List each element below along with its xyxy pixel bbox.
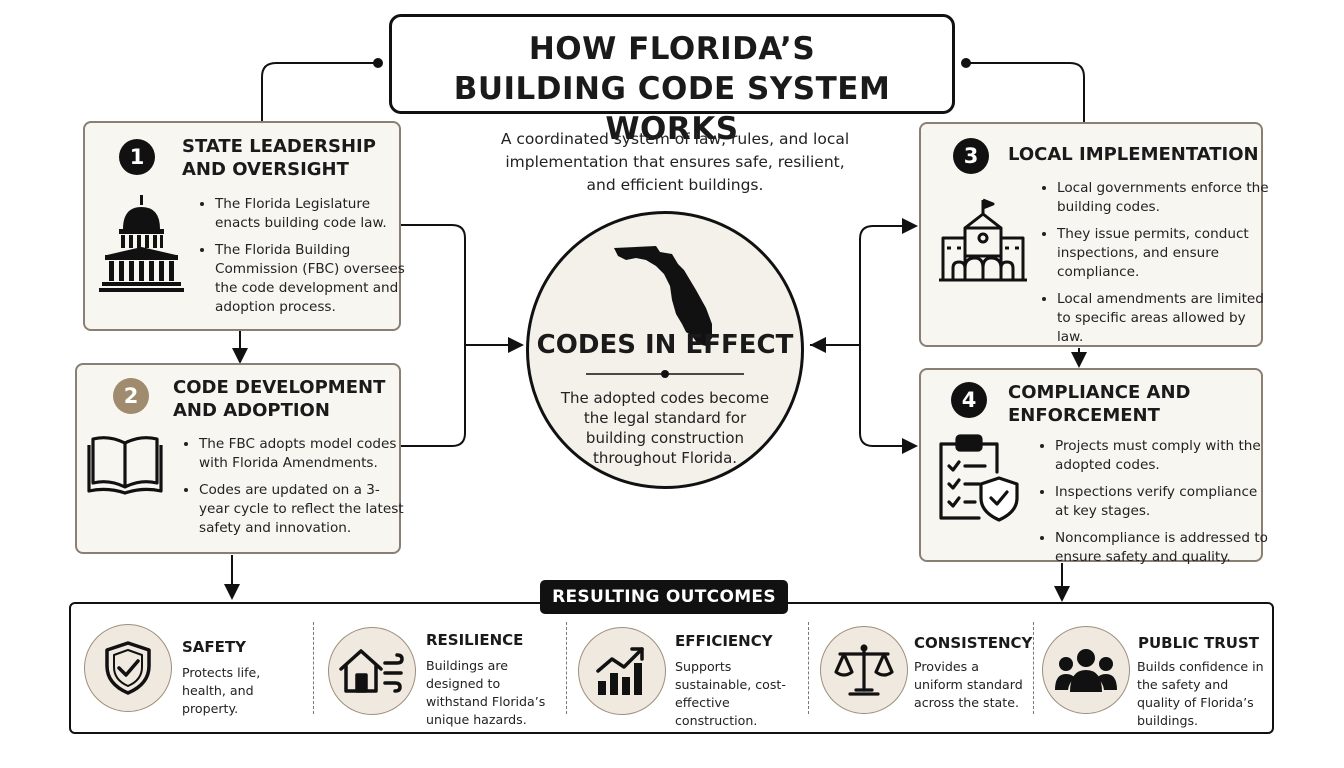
outcome-efficiency-title: EFFICIENCY <box>675 632 773 650</box>
panel-2-title: CODE DEVELOPMENT AND ADOPTION <box>173 376 385 422</box>
title-line-1: HOW FLORIDA’S <box>528 31 816 67</box>
panel-3-bullets: Local governments enforce the building c… <box>1041 179 1271 355</box>
outcome-divider <box>808 622 809 714</box>
title-box: HOW FLORIDA’S BUILDING CODE SYSTEM WORKS <box>389 14 955 147</box>
scales-icon <box>834 644 894 696</box>
list-item: Noncompliance is addressed to ensure saf… <box>1055 529 1271 567</box>
outcome-resilience-desc: Buildings are designed to withstand Flor… <box>426 658 546 727</box>
outcome-consistency-title: CONSISTENCY <box>914 634 1033 652</box>
outcome-consistency-desc: Provides a uniform standard across the s… <box>914 659 1023 710</box>
step-number-3: 3 <box>953 138 989 174</box>
list-item: Inspections verify compliance at key sta… <box>1055 483 1271 521</box>
step-number-2: 2 <box>113 378 149 414</box>
panel-1-title-line-2: AND OVERSIGHT <box>182 159 349 180</box>
outcome-divider <box>313 622 314 714</box>
list-item: Projects must comply with the adopted co… <box>1055 437 1271 475</box>
codes-in-effect-title: CODES IN EFFECT <box>536 330 794 360</box>
panel-local-implementation: 3 LOCAL IMPLEMENTATION Local governments… <box>919 122 1269 347</box>
panel-2-title-line-1: CODE DEVELOPMENT <box>173 377 386 398</box>
list-item: The Florida Legislature enacts building … <box>215 195 411 233</box>
panel-4-title-line-1: COMPLIANCE AND <box>1008 382 1191 403</box>
list-item: They issue permits, conduct inspections,… <box>1057 225 1271 282</box>
outcome-resilience-title: RESILIENCE <box>426 631 524 649</box>
title-line-2: BUILDING CODE SYSTEM WORKS <box>453 71 891 147</box>
panel-1-title-line-1: STATE LEADERSHIP <box>182 136 376 157</box>
list-item: Codes are updated on a 3-year cycle to r… <box>199 481 409 538</box>
list-item: Local governments enforce the building c… <box>1057 179 1271 217</box>
outcomes-label: RESULTING OUTCOMES <box>540 580 788 614</box>
people-icon <box>1055 649 1117 692</box>
outcome-public-trust-icon-circle <box>1042 626 1130 714</box>
town-hall-icon <box>939 198 1027 282</box>
outcome-consistency-icon-circle <box>820 626 908 714</box>
codes-in-effect-description: The adopted codes become the legal stand… <box>560 389 770 467</box>
panel-code-development: 2 CODE DEVELOPMENT AND ADOPTION The FBC … <box>75 363 404 554</box>
capitol-icon <box>99 195 184 292</box>
center-divider <box>586 370 744 378</box>
list-item: Local amendments are limited to specific… <box>1057 290 1271 347</box>
list-item: The Florida Building Commission (FBC) ov… <box>215 241 411 317</box>
outcome-efficiency-icon-circle <box>578 627 666 715</box>
clipboard-shield-icon <box>939 434 1019 522</box>
panel-4-title: COMPLIANCE AND ENFORCEMENT <box>1008 381 1191 427</box>
list-item: The FBC adopts model codes with Florida … <box>199 435 409 473</box>
panel-state-leadership: 1 STATE LEADERSHIP AND OVERSIGHT The Flo… <box>83 121 405 331</box>
house-wind-icon <box>339 649 404 693</box>
florida-map-icon <box>614 246 712 346</box>
book-icon <box>87 436 163 495</box>
step-number-4: 4 <box>951 382 987 418</box>
outcome-divider <box>1033 622 1034 714</box>
outcome-safety-desc: Protects life, health, and property. <box>182 665 261 716</box>
outcome-public-trust-title: PUBLIC TRUST <box>1138 634 1259 652</box>
growth-chart-icon <box>596 647 644 695</box>
panel-2-title-line-2: AND ADOPTION <box>173 400 330 421</box>
outcome-efficiency-desc: Supports sustainable, cost-effective con… <box>675 659 786 728</box>
outcome-resilience-icon-circle <box>328 627 416 715</box>
panel-3-title: LOCAL IMPLEMENTATION <box>1008 143 1259 166</box>
panel-3-title-line-1: LOCAL IMPLEMENTATION <box>1008 144 1259 165</box>
panel-2-bullets: The FBC adopts model codes with Florida … <box>183 435 409 546</box>
panel-compliance-enforcement: 4 COMPLIANCE AND ENFORCEMENT Projects mu… <box>919 368 1268 565</box>
step-number-1: 1 <box>119 139 155 175</box>
shield-check-icon <box>105 641 151 695</box>
outcome-safety-icon-circle <box>84 624 172 712</box>
outcome-safety-title: SAFETY <box>182 638 246 656</box>
panel-4-bullets: Projects must comply with the adopted co… <box>1039 437 1271 575</box>
outcome-divider <box>566 622 567 714</box>
panel-1-title: STATE LEADERSHIP AND OVERSIGHT <box>182 135 376 181</box>
outcome-public-trust-desc: Builds confidence in the safety and qual… <box>1137 659 1264 728</box>
panel-1-bullets: The Florida Legislature enacts building … <box>199 195 411 325</box>
subtitle: A coordinated system of law, rules, and … <box>500 130 850 194</box>
panel-4-title-line-2: ENFORCEMENT <box>1008 405 1160 426</box>
